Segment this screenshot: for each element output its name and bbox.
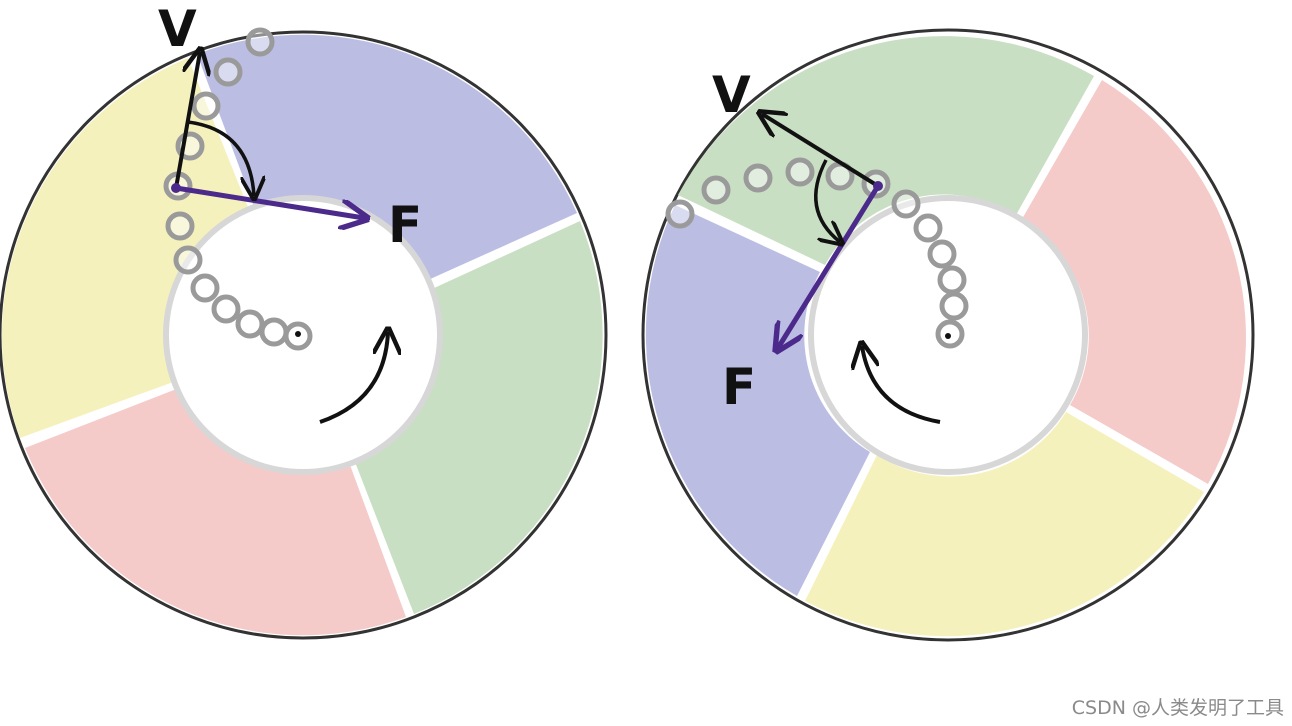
right-sector-blue [645,205,870,596]
left-velocity-arrow [174,52,200,189]
left-sector-yellow [1,58,250,438]
left-sector-green [355,221,603,614]
right-velocity-arrow [762,114,880,188]
left-sector-blue [197,34,577,280]
left-force-arrow [175,185,364,218]
watermark-text: CSDN @人类发明了工具 [1071,697,1284,719]
right-velocity-label: V [712,66,751,124]
left-disk-center [295,331,301,337]
left-ball-point [171,183,181,193]
right-ball-point [873,181,883,191]
right-ball-trail-icon [665,157,969,349]
right-sector-yellow [805,412,1204,637]
right-sector-red [1022,80,1246,484]
right-rotation-arrow-icon [862,346,941,424]
left-sector-red [25,388,406,636]
left-angle-arc-icon [187,120,254,196]
left-disk: V F [0,0,608,640]
right-disk-center [945,333,951,339]
left-velocity-label: V [158,0,197,58]
right-disk: V F [641,28,1255,642]
left-rotation-arrow-icon [319,332,388,424]
right-angle-arc-icon [814,159,840,242]
right-sector-green [678,36,1094,265]
right-force-label: F [722,358,756,416]
right-force-arrow [778,184,881,348]
left-force-label: F [388,196,422,254]
left-disk-hub [163,195,443,475]
